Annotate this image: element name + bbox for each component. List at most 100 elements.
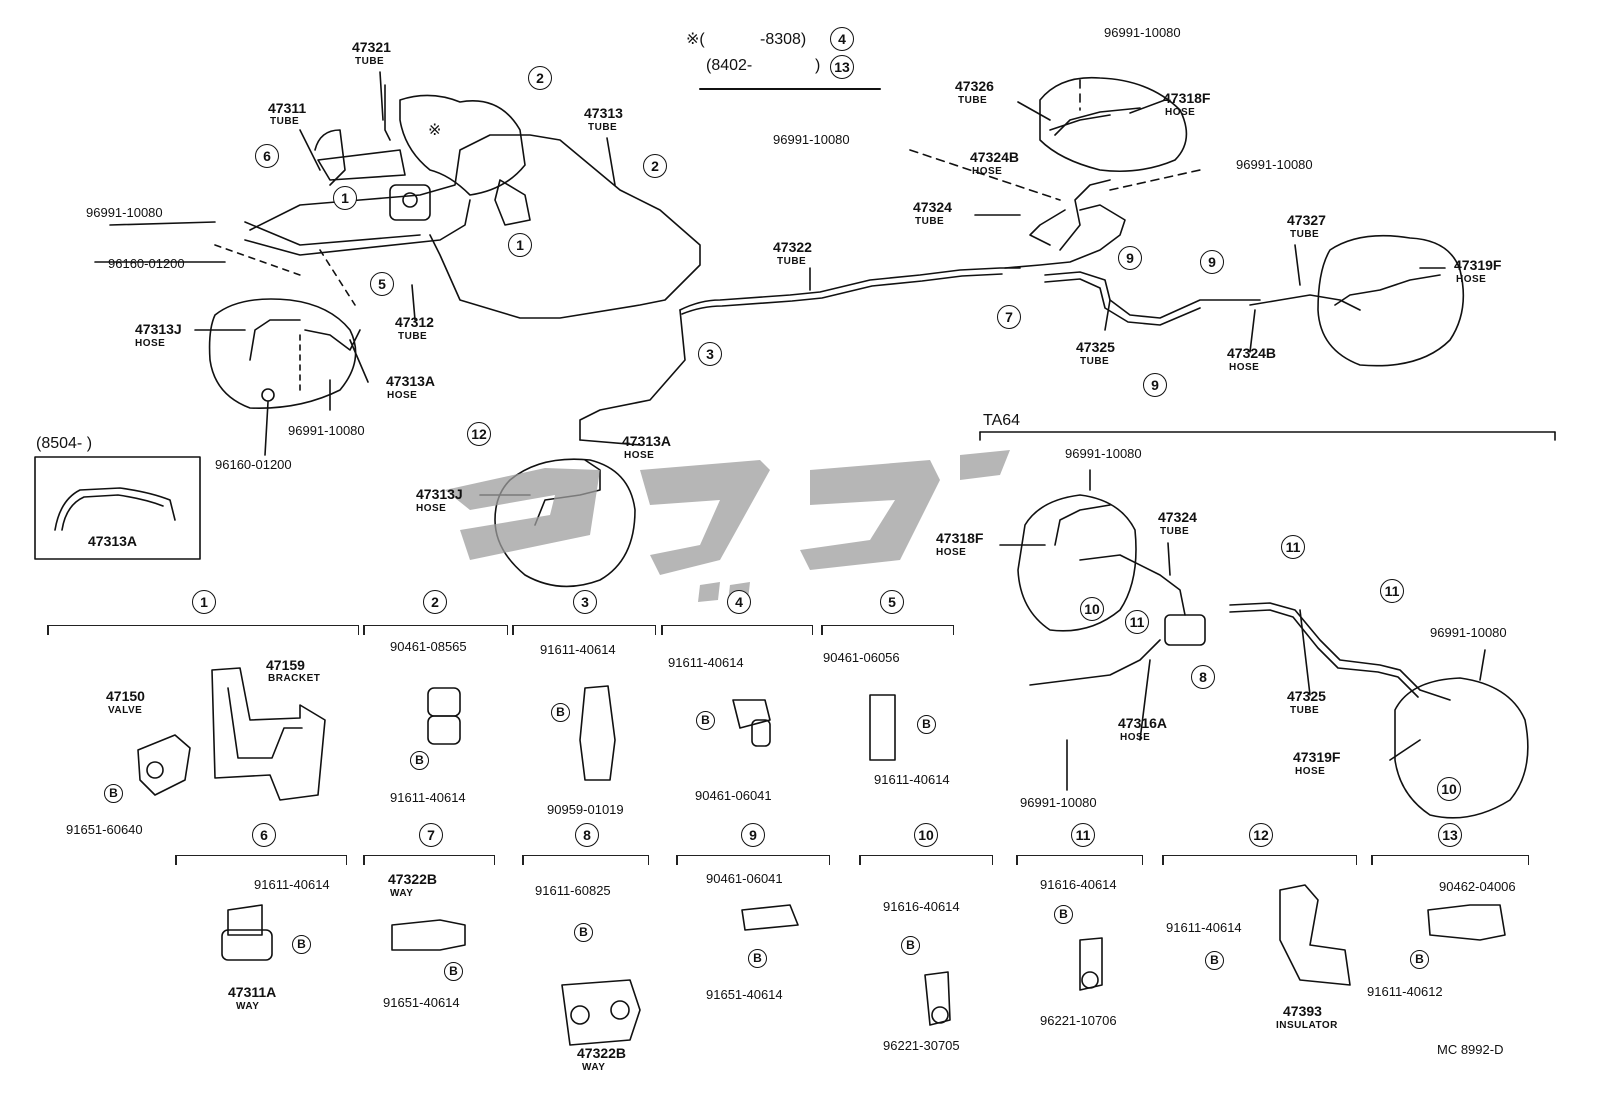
- callout-47322-type: TUBE: [777, 256, 807, 267]
- callout-47313a-b: 47313A: [622, 433, 672, 449]
- tube-47325: [1044, 271, 1261, 319]
- part-47159: 47159: [266, 657, 305, 673]
- clamp-90461-06056-illustration: [869, 694, 896, 761]
- clamp-11-illustration: [1079, 937, 1103, 991]
- variant-ta64-label: TA64: [983, 412, 1021, 429]
- group-3-bracket: [512, 625, 656, 636]
- group-8-bracket: [522, 855, 649, 866]
- group-11-ref: 11: [1071, 823, 1095, 847]
- diagram-ref-6: 6: [255, 144, 279, 168]
- callout-47311-type: TUBE: [270, 116, 300, 127]
- part-47393: 47393: [1283, 1003, 1322, 1019]
- callout-47319f-b: 47319F: [1293, 749, 1341, 765]
- callout-47311: 47311: [268, 100, 307, 116]
- b-mark-7: B: [444, 962, 463, 981]
- part-47150: 47150: [106, 688, 145, 704]
- callout-96991-10080-e: 96991-10080: [1236, 157, 1313, 172]
- callout-96991-10080-f: 96991-10080: [1065, 446, 1142, 461]
- part-91611-40612: 91611-40612: [1367, 984, 1443, 999]
- b-mark-9: B: [748, 949, 767, 968]
- clamp-90461-06041-illustration: [732, 699, 771, 729]
- callout-96991-10080-h: 96991-10080: [1020, 795, 1097, 810]
- b-mark-12: B: [1205, 951, 1224, 970]
- callout-47313a-a-type: HOSE: [387, 390, 418, 401]
- clamp-90461-08565-illustration: [427, 687, 461, 717]
- part-90461-06056: 90461-06056: [823, 650, 900, 665]
- callout-47324b-b: 47324B: [1227, 345, 1277, 361]
- callout-47325-a: 47325: [1076, 339, 1115, 355]
- part-47322b-7-type: WAY: [390, 888, 414, 899]
- part-90461-08565: 90461-08565: [390, 639, 467, 654]
- group-11-bracket: [1016, 855, 1143, 866]
- b-mark-11: B: [1054, 905, 1073, 924]
- group-6-bracket: [175, 855, 347, 866]
- callout-47313a-inset: 47313A: [88, 533, 138, 549]
- group-1-bracket: [47, 625, 359, 636]
- title-ref-4: 4: [830, 27, 854, 51]
- callout-47326: 47326: [955, 78, 994, 94]
- ta64-right-drum: [1394, 677, 1529, 819]
- callout-47319f-b-type: HOSE: [1295, 766, 1326, 777]
- callout-47318f-b-type: HOSE: [936, 547, 967, 558]
- front-left-wheel-outline: [208, 298, 357, 409]
- tube-47322: [679, 267, 1021, 311]
- part-91611-40614-2: 91611-40614: [390, 790, 466, 805]
- callout-47324-a-type: TUBE: [915, 216, 945, 227]
- part-91611-40614-3: 91611-40614: [540, 642, 616, 657]
- group-4-ref: 4: [727, 590, 751, 614]
- part-47311a: 47311A: [228, 984, 277, 1000]
- callout-47321: 47321: [352, 39, 391, 55]
- callout-47312-type: TUBE: [398, 331, 428, 342]
- diagram-ref-11b: 11: [1281, 535, 1305, 559]
- group-12-ref: 12: [1249, 823, 1273, 847]
- clamp-90959-01019-illustration: [579, 685, 616, 781]
- rear-right-drum: [1317, 234, 1465, 367]
- master-cylinder-outline: [399, 94, 526, 196]
- diagram-ref-9b: 9: [1200, 250, 1224, 274]
- callout-47313j-b-type: HOSE: [416, 503, 447, 514]
- title-suffix: ): [815, 57, 821, 74]
- asterisk-mark: ※: [428, 122, 442, 139]
- callout-47327-type: TUBE: [1290, 229, 1320, 240]
- b-mark-8: B: [574, 923, 593, 942]
- part-91611-60825: 91611-60825: [535, 883, 611, 898]
- part-90461-06041-4: 90461-06041: [695, 788, 772, 803]
- group-13-ref: 13: [1438, 823, 1462, 847]
- group-5-ref: 5: [880, 590, 904, 614]
- part-90461-06041-9: 90461-06041: [706, 871, 783, 886]
- callout-96991-10080-a: 96991-10080: [86, 205, 163, 220]
- bracket-47159-illustration: [211, 667, 326, 801]
- diagram-ref-5: 5: [370, 272, 394, 296]
- group-7-bracket: [363, 855, 495, 866]
- diagram-ref-10a: 10: [1080, 597, 1104, 621]
- diagram-ref-11c: 11: [1380, 579, 1404, 603]
- callout-47324-b: 47324: [1158, 509, 1197, 525]
- callout-96991-10080-c: 96991-10080: [773, 132, 850, 147]
- title-ref-13: 13: [830, 55, 854, 79]
- part-47159-type: BRACKET: [268, 673, 321, 684]
- clamp-9-illustration: [741, 904, 799, 931]
- group-10-bracket: [859, 855, 993, 866]
- group-9-bracket: [676, 855, 830, 866]
- group-13-bracket: [1371, 855, 1529, 866]
- group-5-bracket: [821, 625, 954, 636]
- callout-96160-01200-a: 96160-01200: [108, 256, 185, 271]
- callout-96991-10080-d: 96991-10080: [1104, 25, 1181, 40]
- callout-96991-10080-b: 96991-10080: [288, 423, 365, 438]
- footer-drawing-code: MC 8992-D: [1437, 1042, 1504, 1057]
- callout-47324b-a-type: HOSE: [972, 166, 1003, 177]
- diagram-ref-8: 8: [1191, 665, 1215, 689]
- group-12-bracket: [1162, 855, 1357, 866]
- b-mark-13: B: [1410, 950, 1429, 969]
- b-mark-1: B: [104, 784, 123, 803]
- callout-47319f-a-type: HOSE: [1456, 274, 1487, 285]
- b-mark-5: B: [917, 715, 936, 734]
- rear-left-drum: [1039, 76, 1188, 173]
- part-90959-01019: 90959-01019: [547, 802, 624, 817]
- part-96221-30705: 96221-30705: [883, 1038, 960, 1053]
- variant-8504-box: [34, 456, 201, 560]
- b-mark-6: B: [292, 935, 311, 954]
- part-47311a-type: WAY: [236, 1001, 260, 1012]
- b-mark-3: B: [551, 703, 570, 722]
